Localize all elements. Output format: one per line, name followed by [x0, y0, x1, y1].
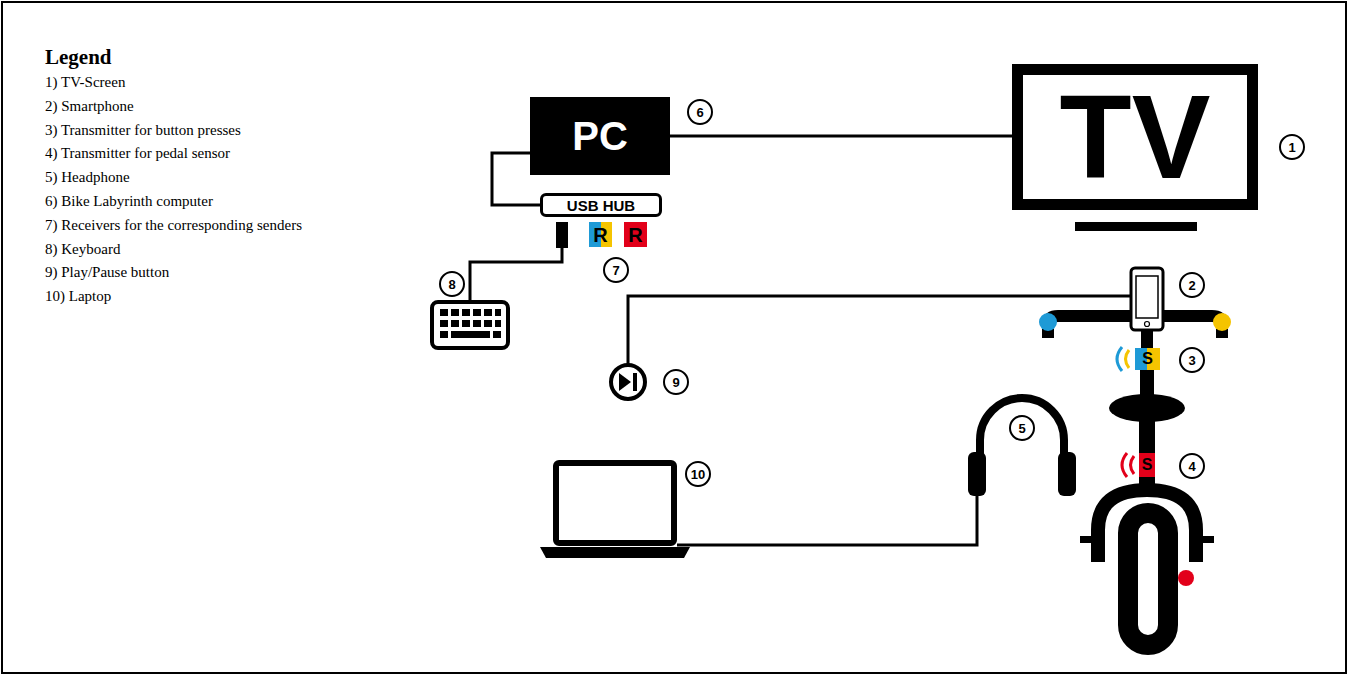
smartphone-screen [1136, 276, 1158, 318]
callout-number: 7 [604, 258, 628, 282]
key [484, 309, 492, 316]
headphone-cup [968, 452, 986, 496]
headphone-cup [1058, 452, 1076, 496]
play-pause-button [611, 365, 645, 399]
keyboard-wire [470, 247, 562, 302]
tv-screen: TV [1012, 64, 1258, 210]
legend-item: 8) Keyboard [45, 240, 120, 258]
headphone-band [980, 398, 1064, 478]
headphone-cable [677, 496, 977, 545]
key [451, 320, 459, 327]
callout-circle [1180, 273, 1204, 297]
phone-wire [628, 296, 1131, 365]
keyboard-symbol [432, 302, 508, 348]
signal-wave [1117, 347, 1122, 371]
node-text: S [1142, 457, 1153, 473]
legend-item: 4) Transmitter for pedal sensor [45, 144, 230, 162]
key [473, 320, 481, 327]
callout-number: 6 [688, 100, 712, 124]
key [451, 309, 459, 316]
node-text: PC [572, 116, 628, 156]
callout-number: 8 [440, 272, 464, 296]
key [493, 331, 501, 338]
laptop-screen [556, 463, 674, 543]
callout-number: 10 [686, 462, 710, 486]
key [495, 309, 501, 316]
smartphone-button [1145, 322, 1150, 327]
yellow-button [1213, 313, 1231, 331]
space-key [451, 331, 490, 338]
signal-wave [1126, 350, 1130, 368]
receiver-box: R [589, 222, 612, 247]
callout-circle [604, 258, 628, 282]
brake [1200, 536, 1214, 543]
legend-item: 6) Bike Labyrinth computer [45, 192, 213, 210]
key [462, 309, 470, 316]
pause-icon [633, 373, 637, 391]
callout-number: 3 [1180, 348, 1204, 372]
legend-title: Legend [45, 45, 112, 69]
callout-circle [440, 272, 464, 296]
wire-connector [670, 135, 1012, 138]
legend-item: 3) Transmitter for button presses [45, 121, 241, 139]
brake [1080, 536, 1094, 543]
callout-circle [664, 370, 688, 394]
key [440, 309, 448, 316]
legend-item: 5) Headphone [45, 168, 130, 186]
usb-hub-box: USB HUB [540, 193, 662, 217]
node-text: TV [1060, 78, 1211, 196]
key [440, 320, 448, 327]
callout-circle [1010, 416, 1034, 440]
key [484, 320, 492, 327]
callout-circle [1180, 454, 1204, 478]
keyboard-keys [440, 309, 501, 338]
tv-stand [1075, 222, 1197, 231]
callout-circle [1280, 135, 1304, 159]
blue-button [1039, 313, 1057, 331]
bike-stem [1140, 368, 1154, 398]
legend-item: 1) TV-Screen [45, 73, 125, 91]
transmitter-box: S [1139, 453, 1155, 477]
smartphone [1131, 268, 1163, 330]
signal-wave [1131, 456, 1135, 474]
callout-circle [686, 462, 710, 486]
pedal-sensor-magnet [1178, 570, 1194, 586]
bike-neck [1139, 418, 1155, 455]
usb-plug [556, 222, 568, 248]
transmitter-box: S [1135, 348, 1160, 370]
callout-number: 5 [1010, 416, 1034, 440]
play-icon [619, 373, 631, 391]
callout-circle [688, 100, 712, 124]
key [473, 309, 481, 316]
callout-number: 9 [664, 370, 688, 394]
signal-wave [1122, 453, 1127, 477]
receiver-box: R [624, 222, 647, 247]
key [495, 320, 501, 327]
legend-item: 7) Receivers for the corresponding sende… [45, 216, 302, 234]
key [462, 320, 470, 327]
node-text: R [593, 225, 607, 245]
node-text: USB HUB [567, 198, 635, 213]
node-text: R [628, 225, 642, 245]
node-text: S [1142, 351, 1153, 367]
laptop-base [540, 547, 690, 558]
bike-body [1109, 394, 1185, 422]
key [440, 331, 448, 338]
callout-circle [1180, 348, 1204, 372]
callout-number: 2 [1180, 273, 1204, 297]
legend-item: 9) Play/Pause button [45, 263, 169, 281]
legend-item: 2) Smartphone [45, 97, 134, 115]
callout-number: 4 [1180, 454, 1204, 478]
callout-number: 1 [1280, 135, 1304, 159]
pc-box: PC [530, 97, 670, 175]
bike-wheel [1128, 513, 1168, 645]
legend-item: 10) Laptop [45, 287, 111, 305]
